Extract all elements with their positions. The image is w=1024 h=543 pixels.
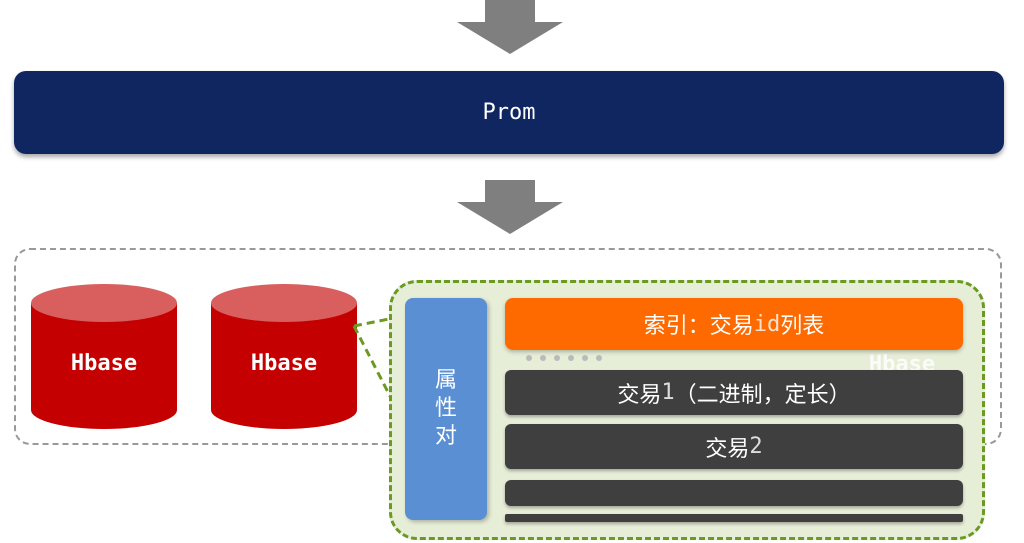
- hbase-label-2: Hbase: [250, 351, 318, 376]
- attr-char-3: 对: [434, 424, 457, 449]
- attr-char-2: 性: [434, 396, 457, 421]
- hbase-label-1: Hbase: [70, 351, 138, 376]
- tx1-suffix: （二进制，定长）: [674, 382, 851, 408]
- tx2-prefix: 交易: [705, 436, 750, 462]
- separator-dot: [554, 355, 560, 361]
- separator-dot: [582, 355, 588, 361]
- transaction-bar-4: [505, 514, 963, 522]
- separator-dot: [526, 355, 532, 361]
- separator-dot: [540, 355, 546, 361]
- separator-dot: [568, 355, 574, 361]
- callout-connector: [352, 316, 395, 401]
- tx1-prefix: 交易: [617, 382, 662, 408]
- prom-bar: Prom: [14, 71, 1004, 154]
- prom-label: Prom: [482, 100, 536, 125]
- index-label-prefix: 索引：交易: [643, 314, 754, 339]
- down-arrow-icon: [457, 0, 563, 54]
- attr-char-1: 属: [434, 368, 457, 393]
- tx1-mono: 1: [661, 380, 675, 405]
- down-arrow-icon: [457, 180, 563, 234]
- transaction-bar-3: [505, 480, 963, 506]
- separator-dot: [596, 355, 602, 361]
- tx2-mono: 2: [749, 434, 763, 459]
- hbase-cylinder-2: [211, 284, 357, 429]
- index-label-suffix: 列表: [780, 314, 825, 339]
- hbase-cylinder-1: [31, 284, 177, 429]
- attribute-pair-bar: 属 性 对: [405, 298, 487, 520]
- index-label-mono: id: [753, 311, 781, 337]
